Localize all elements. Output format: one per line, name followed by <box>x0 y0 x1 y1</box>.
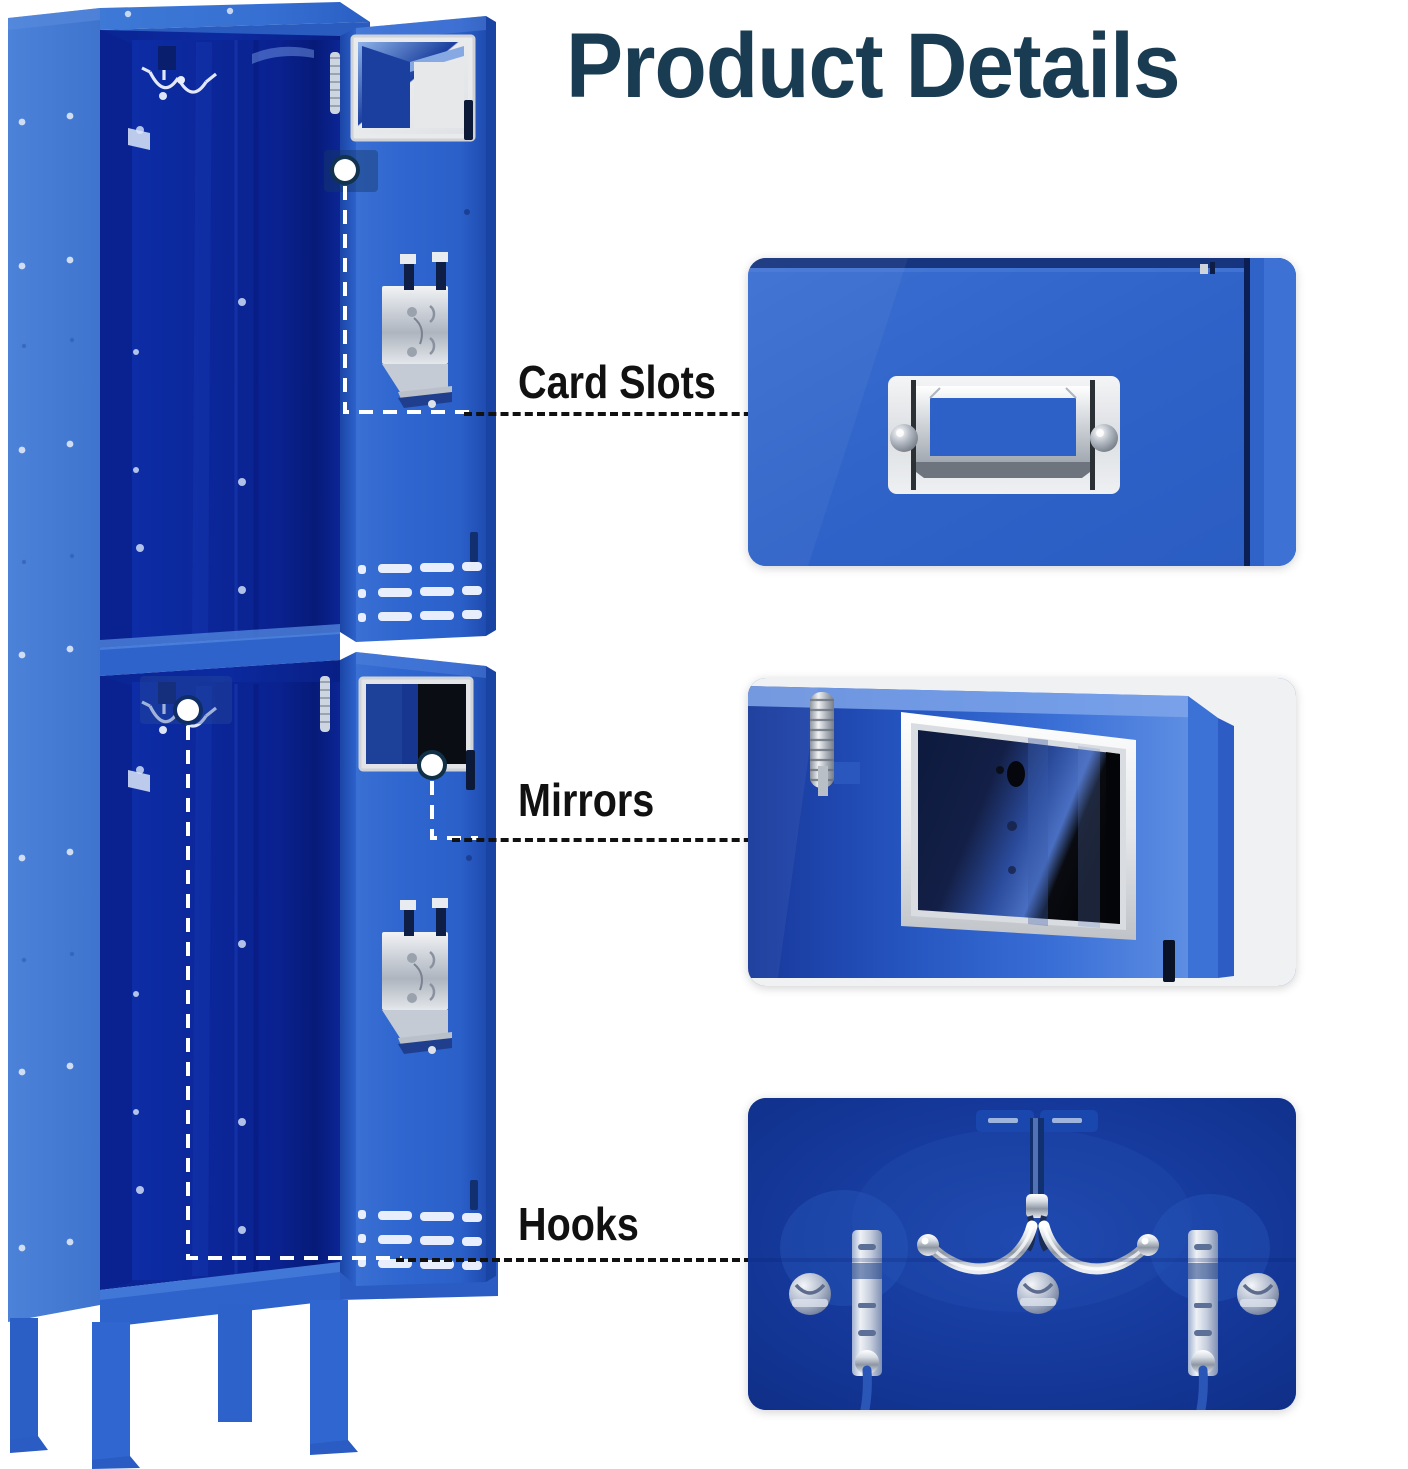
locker-leg <box>92 1322 130 1468</box>
connector-mirrors-white <box>452 838 764 842</box>
locker-leg <box>310 1300 348 1452</box>
page-title: Product Details <box>566 15 1181 117</box>
upper-door <box>324 16 496 642</box>
right-hanger-strap <box>1188 1230 1218 1410</box>
callout-label-mirrors: Mirrors <box>518 774 655 826</box>
lower-door-hinge-spring <box>320 676 330 732</box>
locker-leg <box>10 1318 38 1446</box>
callout-connector-lines <box>186 186 478 1260</box>
upper-door-latch-mechanism <box>382 252 452 408</box>
locker-side-panel <box>8 8 100 1322</box>
door-latch-slot <box>464 100 473 140</box>
hinge-spring <box>810 692 834 796</box>
product-locker-illustration <box>0 0 500 1469</box>
callout-marker-card-slots <box>324 150 378 192</box>
left-hanger-strap <box>852 1230 882 1410</box>
mounting-bolts <box>789 1273 1279 1315</box>
callout-marker-hooks <box>140 676 232 725</box>
card-slot-holder <box>888 376 1120 494</box>
upper-door-vent-slots <box>358 562 482 622</box>
lower-door-latch-mechanism <box>382 898 452 1054</box>
detail-photo-mirrors <box>748 678 1296 986</box>
lower-door <box>320 652 496 1286</box>
lower-door-latch-slot <box>466 750 475 790</box>
upper-compartment-interior <box>100 30 340 648</box>
upper-door-mirror <box>350 34 476 142</box>
callout-marker-mirrors <box>417 750 447 780</box>
connector-hooks-white <box>396 1258 764 1262</box>
connector-hooks <box>186 726 402 1260</box>
hook-mount-bracket <box>976 1110 1098 1200</box>
door-mirror-unit <box>901 712 1136 940</box>
detail-photo-hooks <box>748 1098 1296 1410</box>
callout-label-card-slots: Card Slots <box>518 356 716 408</box>
detail-photo-card-slots <box>748 258 1296 566</box>
compartment-divider <box>100 624 340 676</box>
central-double-hook <box>917 1194 1159 1275</box>
connector-card-slots <box>343 186 470 414</box>
lower-compartment-interior <box>100 660 340 1290</box>
lower-door-vent-slots <box>358 1210 482 1270</box>
connector-mirrors <box>430 781 478 840</box>
lower-door-mirror <box>358 676 474 772</box>
center-bolt <box>1017 1272 1059 1314</box>
connector-card-slots-white <box>464 412 764 416</box>
locker-leg <box>218 1304 252 1422</box>
callout-label-hooks: Hooks <box>518 1198 639 1250</box>
door-hinge-spring <box>330 52 340 114</box>
